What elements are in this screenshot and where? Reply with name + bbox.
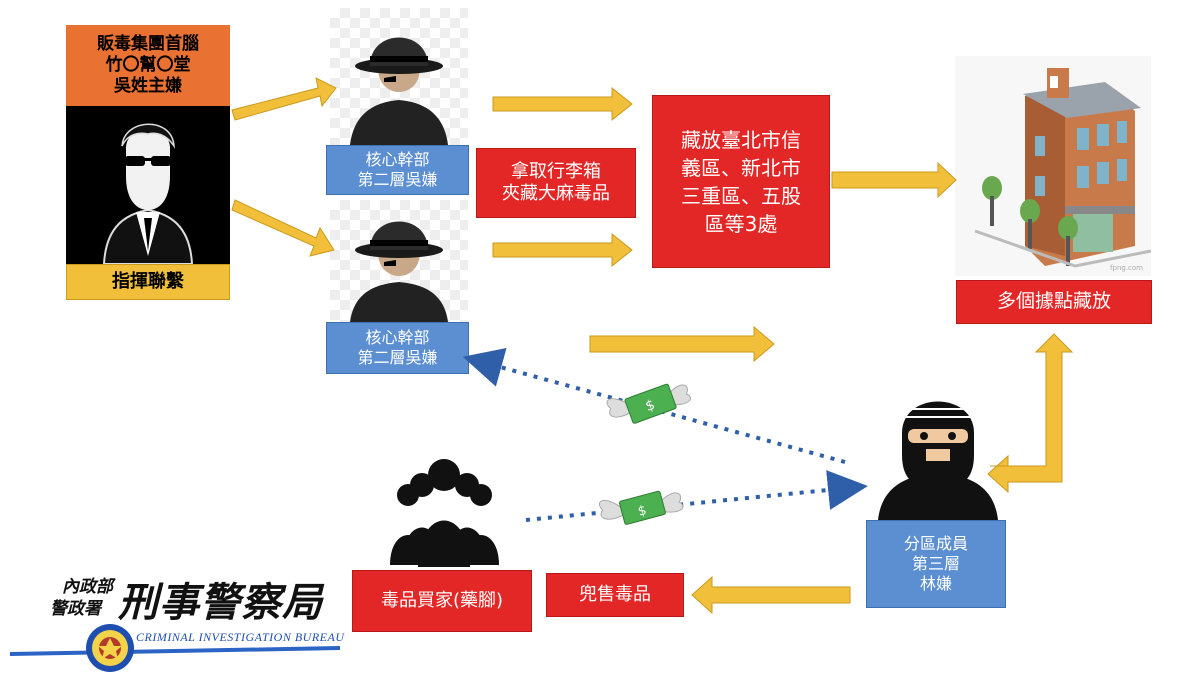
- bureau-english-name: CRIMINAL INVESTIGATION BUREAU: [136, 630, 345, 644]
- sell-drugs-box: 兜售毒品: [546, 573, 684, 617]
- cib-badge-icon: [10, 624, 340, 672]
- cib-logo: 內政部 警政署 刑事警察局 CRIMINAL INVESTIGATION BUR…: [10, 570, 350, 676]
- cadre-1-label: 核心幹部 第二層吳嫌: [326, 145, 469, 195]
- hat-man-icon: [350, 37, 448, 145]
- arrow-boss-to-cadre-2: [231, 199, 335, 257]
- boss-silhouette-icon: [102, 123, 194, 264]
- storage-locations-box: 藏放臺北市信 義區、新北市 三重區、五股 區等3處: [652, 95, 830, 268]
- arrow-storage-to-building: [831, 161, 957, 199]
- svg-text:$: $: [643, 397, 657, 415]
- boss-portrait: [66, 106, 230, 264]
- cadre-2-figure: [330, 200, 468, 322]
- district-member-figure: [868, 385, 1008, 520]
- arrow-boss-to-cadre-1: [231, 77, 337, 121]
- fetch-luggage-box: 拿取行李箱 夾藏大麻毒品: [476, 148, 636, 218]
- svg-text:$: $: [636, 503, 648, 520]
- building-image: fpng.com: [955, 56, 1151, 276]
- agency-line-2: 警政署: [50, 599, 101, 619]
- arrow-middle-right: [589, 325, 775, 363]
- cadre-1-figure: [330, 8, 468, 145]
- building-label: 多個據點藏放: [956, 280, 1152, 324]
- boss-title-box: 販毒集團首腦 竹〇幫〇堂 吳姓主嫌: [66, 25, 230, 106]
- building-icon: [974, 68, 1151, 268]
- district-member-label: 分區成員 第三層 林嫌: [866, 520, 1006, 608]
- buyer-label: 毒品買家(藥腳): [352, 570, 532, 632]
- hat-man-icon: [350, 221, 448, 322]
- money-flow-to-cadre: [462, 348, 846, 464]
- buyers-figure: [372, 455, 517, 570]
- building-watermark: fpng.com: [1110, 264, 1143, 272]
- money-bill-icon: $: [598, 490, 684, 525]
- arrow-cadre1-right: [492, 86, 633, 122]
- crowd-icon: [390, 459, 499, 567]
- bureau-chinese-name: 刑事警察局: [118, 579, 323, 626]
- masked-man-icon: [878, 401, 998, 520]
- arrow-member-to-sell: [691, 575, 851, 615]
- boss-role-label: 指揮聯繫: [66, 264, 230, 300]
- agency-line-1: 內政部: [62, 577, 113, 597]
- money-bill-icon: $: [606, 383, 691, 424]
- arrow-cadre2-right: [492, 232, 633, 268]
- cadre-2-label: 核心幹部 第二層吳嫌: [326, 322, 469, 374]
- money-flow-to-member: [525, 470, 868, 522]
